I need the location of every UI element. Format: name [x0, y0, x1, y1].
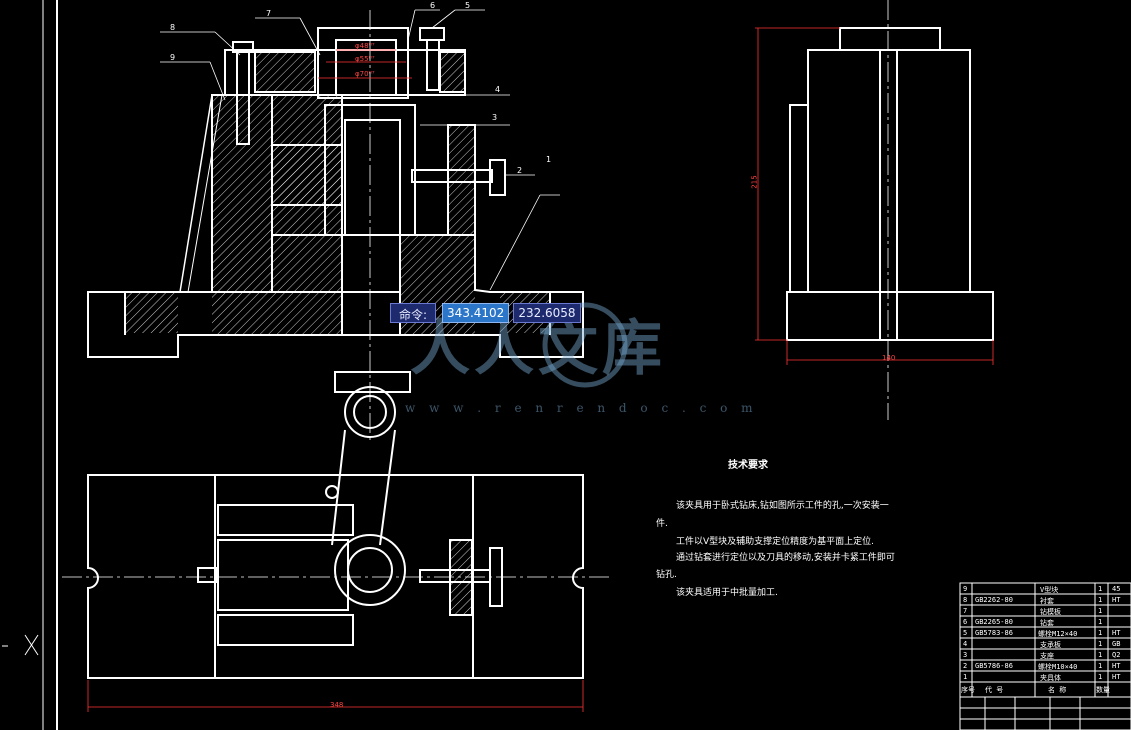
- command-coordinate-tooltip: 命令: 343.4102 232.6058: [390, 303, 581, 323]
- bom-name: 螺栓M12×40: [1038, 630, 1078, 638]
- bom-mat: HT: [1112, 629, 1121, 637]
- tech-line: 工件以V型块及辅助支撑定位精度为基平面上定位.: [676, 537, 875, 547]
- watermark-logo: [542, 302, 628, 388]
- side-view[interactable]: [786, 0, 994, 420]
- bom-no: 6: [963, 618, 968, 626]
- part-label-5: 5: [465, 1, 471, 10]
- drawing-frame: [42, 0, 58, 730]
- bom-qty: 1: [1098, 662, 1103, 670]
- bom-name: 钻套: [1040, 619, 1054, 627]
- bom-no: 3: [963, 651, 968, 659]
- tech-line: 件.: [656, 519, 668, 529]
- part-label-4: 4: [495, 85, 501, 94]
- bom-header-code: 代 号: [985, 686, 1004, 694]
- bore-dimensions: [318, 49, 412, 79]
- bom-header-qty: 数量: [1096, 686, 1110, 694]
- part-label-9: 9: [170, 53, 176, 62]
- tech-line: 钻孔.: [656, 570, 677, 580]
- bom-name: 支座: [1040, 652, 1054, 660]
- leader-lines: [160, 9, 560, 291]
- coordinate-x-input[interactable]: 343.4102: [442, 303, 510, 323]
- tech-line: 该夹具适用于中批量加工.: [676, 588, 778, 598]
- bom-qty: 1: [1098, 651, 1103, 659]
- dim-bore-3: φ70ᴴ⁷: [355, 70, 375, 78]
- watermark-url: w w w . r e n r e n d o c . c o m: [405, 401, 758, 415]
- bom-no: 9: [963, 585, 968, 593]
- bom-header-no: 序号: [961, 686, 975, 694]
- dim-bore-1: φ48ᴴ⁷: [355, 42, 375, 50]
- part-label-3: 3: [492, 113, 498, 122]
- bom-no: 1: [963, 673, 968, 681]
- part-label-1: 1: [546, 155, 552, 164]
- tech-line: 通过钻套进行定位以及刀具的移动,安装并卡紧工件即可: [676, 553, 895, 563]
- bom-name: V型块: [1040, 586, 1059, 594]
- bom-qty: 1: [1098, 673, 1103, 681]
- bottom-dimension: [87, 680, 584, 712]
- bom-qty: 1: [1098, 640, 1103, 648]
- bom-name: 支承板: [1040, 641, 1061, 649]
- bom-mat: HT: [1112, 662, 1121, 670]
- bom-mat: HT: [1112, 596, 1121, 604]
- bom-mat: GB: [1112, 640, 1121, 648]
- top-view[interactable]: [62, 371, 610, 679]
- ucs-icon: [2, 634, 39, 656]
- bom-qty: 1: [1098, 618, 1103, 626]
- bom-mat: Q2: [1112, 651, 1121, 659]
- bom-table: 9 V型块 1 45 8 GB2262-80 衬套 1 HT 7 钻模板 1 6…: [960, 583, 1131, 730]
- part-label-2: 2: [517, 166, 523, 175]
- bom-name: 夹具体: [1040, 674, 1061, 682]
- dim-width-side: 140: [882, 354, 896, 362]
- bom-no: 7: [963, 607, 968, 615]
- command-label: 命令:: [390, 303, 437, 323]
- bom-header-name: 名 称: [1048, 686, 1067, 694]
- bom-no: 5: [963, 629, 968, 637]
- bom-code: GB2265-80: [975, 618, 1013, 626]
- tech-requirements-title: 技术要求: [728, 460, 768, 471]
- dim-width-bottom: 348: [330, 701, 344, 709]
- watermark-text: 人人文库: [410, 314, 666, 384]
- bom-qty: 1: [1098, 596, 1103, 604]
- bom-code: GB5783-86: [975, 629, 1013, 637]
- bom-mat: HT: [1112, 673, 1121, 681]
- bom-name: 钻模板: [1040, 608, 1061, 616]
- coordinate-y-input[interactable]: 232.6058: [513, 303, 581, 323]
- bom-code: GB5786-86: [975, 662, 1013, 670]
- part-label-6: 6: [430, 1, 436, 10]
- bom-no: 8: [963, 596, 968, 604]
- bom-table-grid: [959, 582, 1131, 730]
- dim-bore-2: φ55ᴴ⁷: [355, 55, 375, 63]
- bom-mat: 45: [1112, 585, 1121, 593]
- bom-qty: 1: [1098, 585, 1103, 593]
- bom-code: GB2262-80: [975, 596, 1013, 604]
- dim-height-side: 215: [750, 175, 759, 189]
- side-dimensions: [755, 27, 994, 365]
- tech-line: 该夹具用于卧式钻床,钻如图所示工件的孔,一次安装一: [676, 501, 889, 511]
- bom-no: 4: [963, 640, 968, 648]
- bom-no: 2: [963, 662, 968, 670]
- part-label-8: 8: [170, 23, 176, 32]
- bom-qty: 1: [1098, 629, 1103, 637]
- bom-qty: 1: [1098, 607, 1103, 615]
- front-view[interactable]: [87, 10, 584, 440]
- part-label-7: 7: [266, 9, 272, 18]
- bom-name: 衬套: [1040, 597, 1054, 605]
- bom-name: 螺栓M10×40: [1038, 663, 1078, 671]
